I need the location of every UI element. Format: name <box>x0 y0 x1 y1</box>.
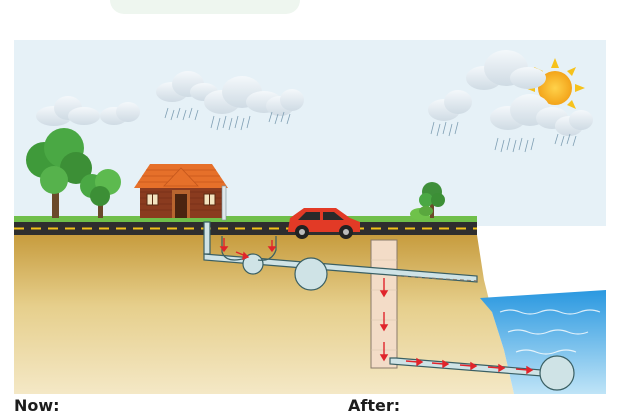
caption-after: After: <box>348 396 400 415</box>
house-icon <box>134 164 228 220</box>
caption-now: Now: <box>14 396 60 415</box>
top-band <box>0 0 623 40</box>
top-tab <box>110 0 300 14</box>
grass <box>14 216 477 222</box>
sewer-diagram <box>14 40 606 394</box>
